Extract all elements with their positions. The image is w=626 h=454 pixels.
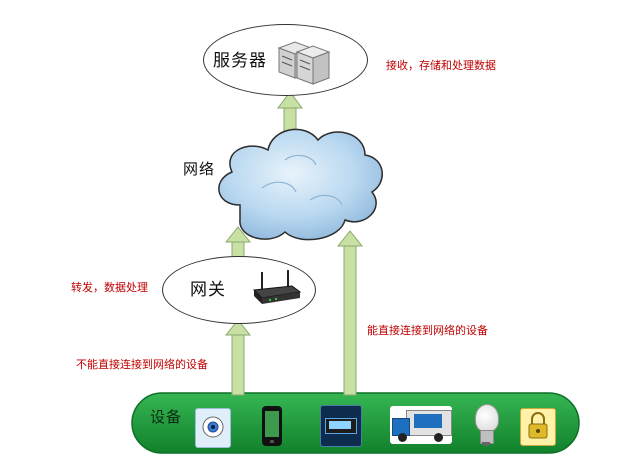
lock-device-icon <box>520 408 556 446</box>
server-icon <box>277 41 331 85</box>
camera-device-icon <box>195 408 231 448</box>
display-device-icon <box>320 405 362 447</box>
arrow-network-from-devices <box>336 230 364 396</box>
truck-device-icon <box>390 406 452 444</box>
arrow-gateway-from-devices <box>224 319 252 396</box>
network-cloud <box>218 128 383 241</box>
phone-device-icon <box>262 406 282 446</box>
direct-devices-note: 能直接连接到网络的设备 <box>367 324 488 337</box>
gateway-role-note: 转发，数据处理 <box>71 281 148 294</box>
server-label: 服务器 <box>213 51 267 71</box>
router-icon <box>252 270 302 304</box>
network-label: 网络 <box>183 160 216 178</box>
bulb-device-icon <box>474 404 499 448</box>
gateway-label: 网关 <box>190 280 226 300</box>
server-role-note: 接收，存储和处理数据 <box>386 59 496 72</box>
indirect-devices-note: 不能直接连接到网络的设备 <box>76 358 208 371</box>
devices-label: 设备 <box>150 408 183 426</box>
